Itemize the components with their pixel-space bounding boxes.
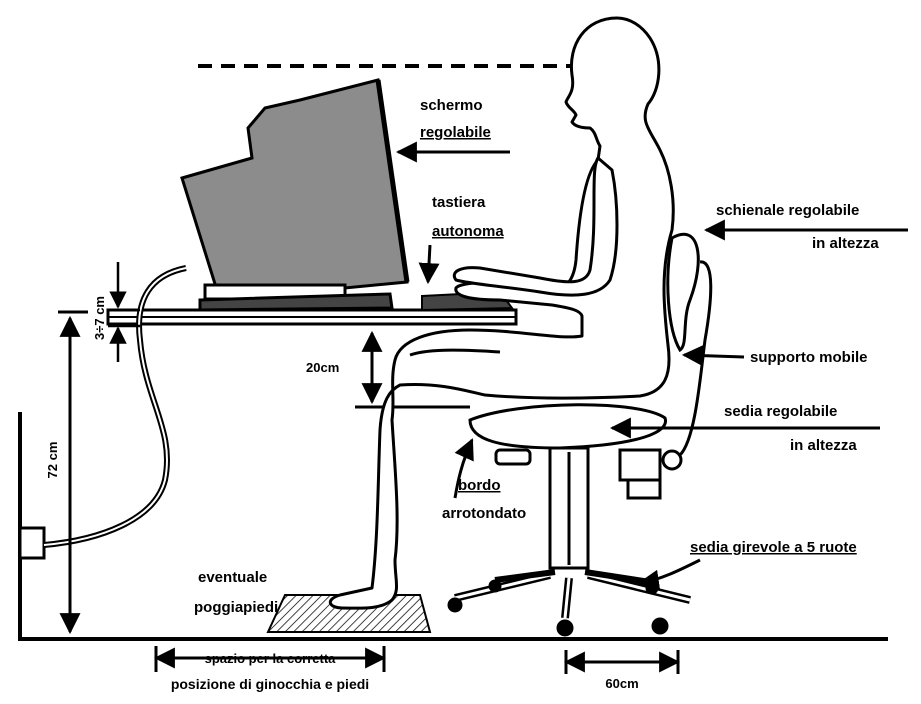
arrow-tastiera [428,245,430,282]
label-girevole: sedia girevole a 5 ruote [690,539,857,556]
label-schienale-2: in altezza [812,235,879,252]
monitor-body [182,80,407,300]
label-bordo-2: arrotondato [442,505,526,522]
arrow-supporto [684,355,744,357]
chair-wheel [449,599,461,611]
leg-space-label-2: posizione di ginocchia e piedi [171,676,369,692]
label-poggiapiedi-1: eventuale [198,569,267,586]
label-schienale-1: schienale regolabile [716,202,859,219]
chair-mechanism [620,450,660,480]
chair-wheel [558,621,572,635]
chair-wheel [647,583,657,593]
chair-wheel [653,619,667,633]
dim-desk-thickness-label: 3÷7 cm [92,296,107,340]
desk [108,310,516,324]
label-schermo-2: regolabile [420,124,491,141]
label-bordo-1: bordo [458,477,501,494]
dim-desk-height-label: 72 cm [45,442,60,479]
leg-space-label-1: spazio per la corretta [205,651,337,666]
chair-tilt-knob [663,451,681,469]
dim-knee-clearance-label: 20cm [306,360,339,375]
label-schermo-1: schermo [420,97,483,114]
dim-desk-height [58,312,88,632]
chair-wheel [490,581,500,591]
wall-socket [20,528,44,558]
chair-lever [496,450,530,464]
label-supporto: supporto mobile [750,349,868,366]
label-poggiapiedi-2: poggiapiedi [194,599,278,616]
label-tastiera-2: autonoma [432,223,504,240]
chair-backrest [668,234,698,350]
dim-chair-base-label: 60cm [605,676,638,691]
chair-mechanism-knob [628,480,660,498]
label-sedia-2: in altezza [790,437,857,454]
label-sedia-1: sedia regolabile [724,403,837,420]
monitor [182,80,407,310]
label-tastiera-1: tastiera [432,194,486,211]
chair-seat [470,405,666,448]
